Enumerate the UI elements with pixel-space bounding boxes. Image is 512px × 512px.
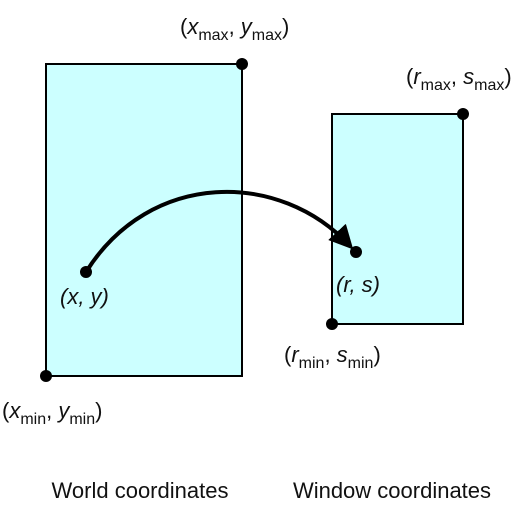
window-point-dot-icon bbox=[350, 246, 362, 258]
world-min-label: (xmin, ymin) bbox=[2, 398, 102, 428]
world-min-dot-icon bbox=[40, 370, 52, 382]
curved-arrow-icon bbox=[84, 189, 354, 274]
world-rectangle bbox=[45, 63, 243, 377]
window-max-label: (rmax, smax) bbox=[406, 64, 512, 94]
window-min-dot-icon bbox=[326, 318, 338, 330]
window-max-dot-icon bbox=[457, 108, 469, 120]
world-point-dot-icon bbox=[80, 266, 92, 278]
world-point-label: (x, y) bbox=[60, 284, 109, 309]
world-max-dot-icon bbox=[236, 58, 248, 70]
window-point-label: (r, s) bbox=[336, 272, 380, 297]
window-caption: Window coordinates bbox=[293, 478, 491, 503]
window-min-label: (rmin, smin) bbox=[284, 342, 381, 372]
world-caption: World coordinates bbox=[52, 478, 229, 503]
world-max-label: (xmax, ymax) bbox=[180, 14, 289, 44]
window-rectangle bbox=[331, 113, 464, 325]
